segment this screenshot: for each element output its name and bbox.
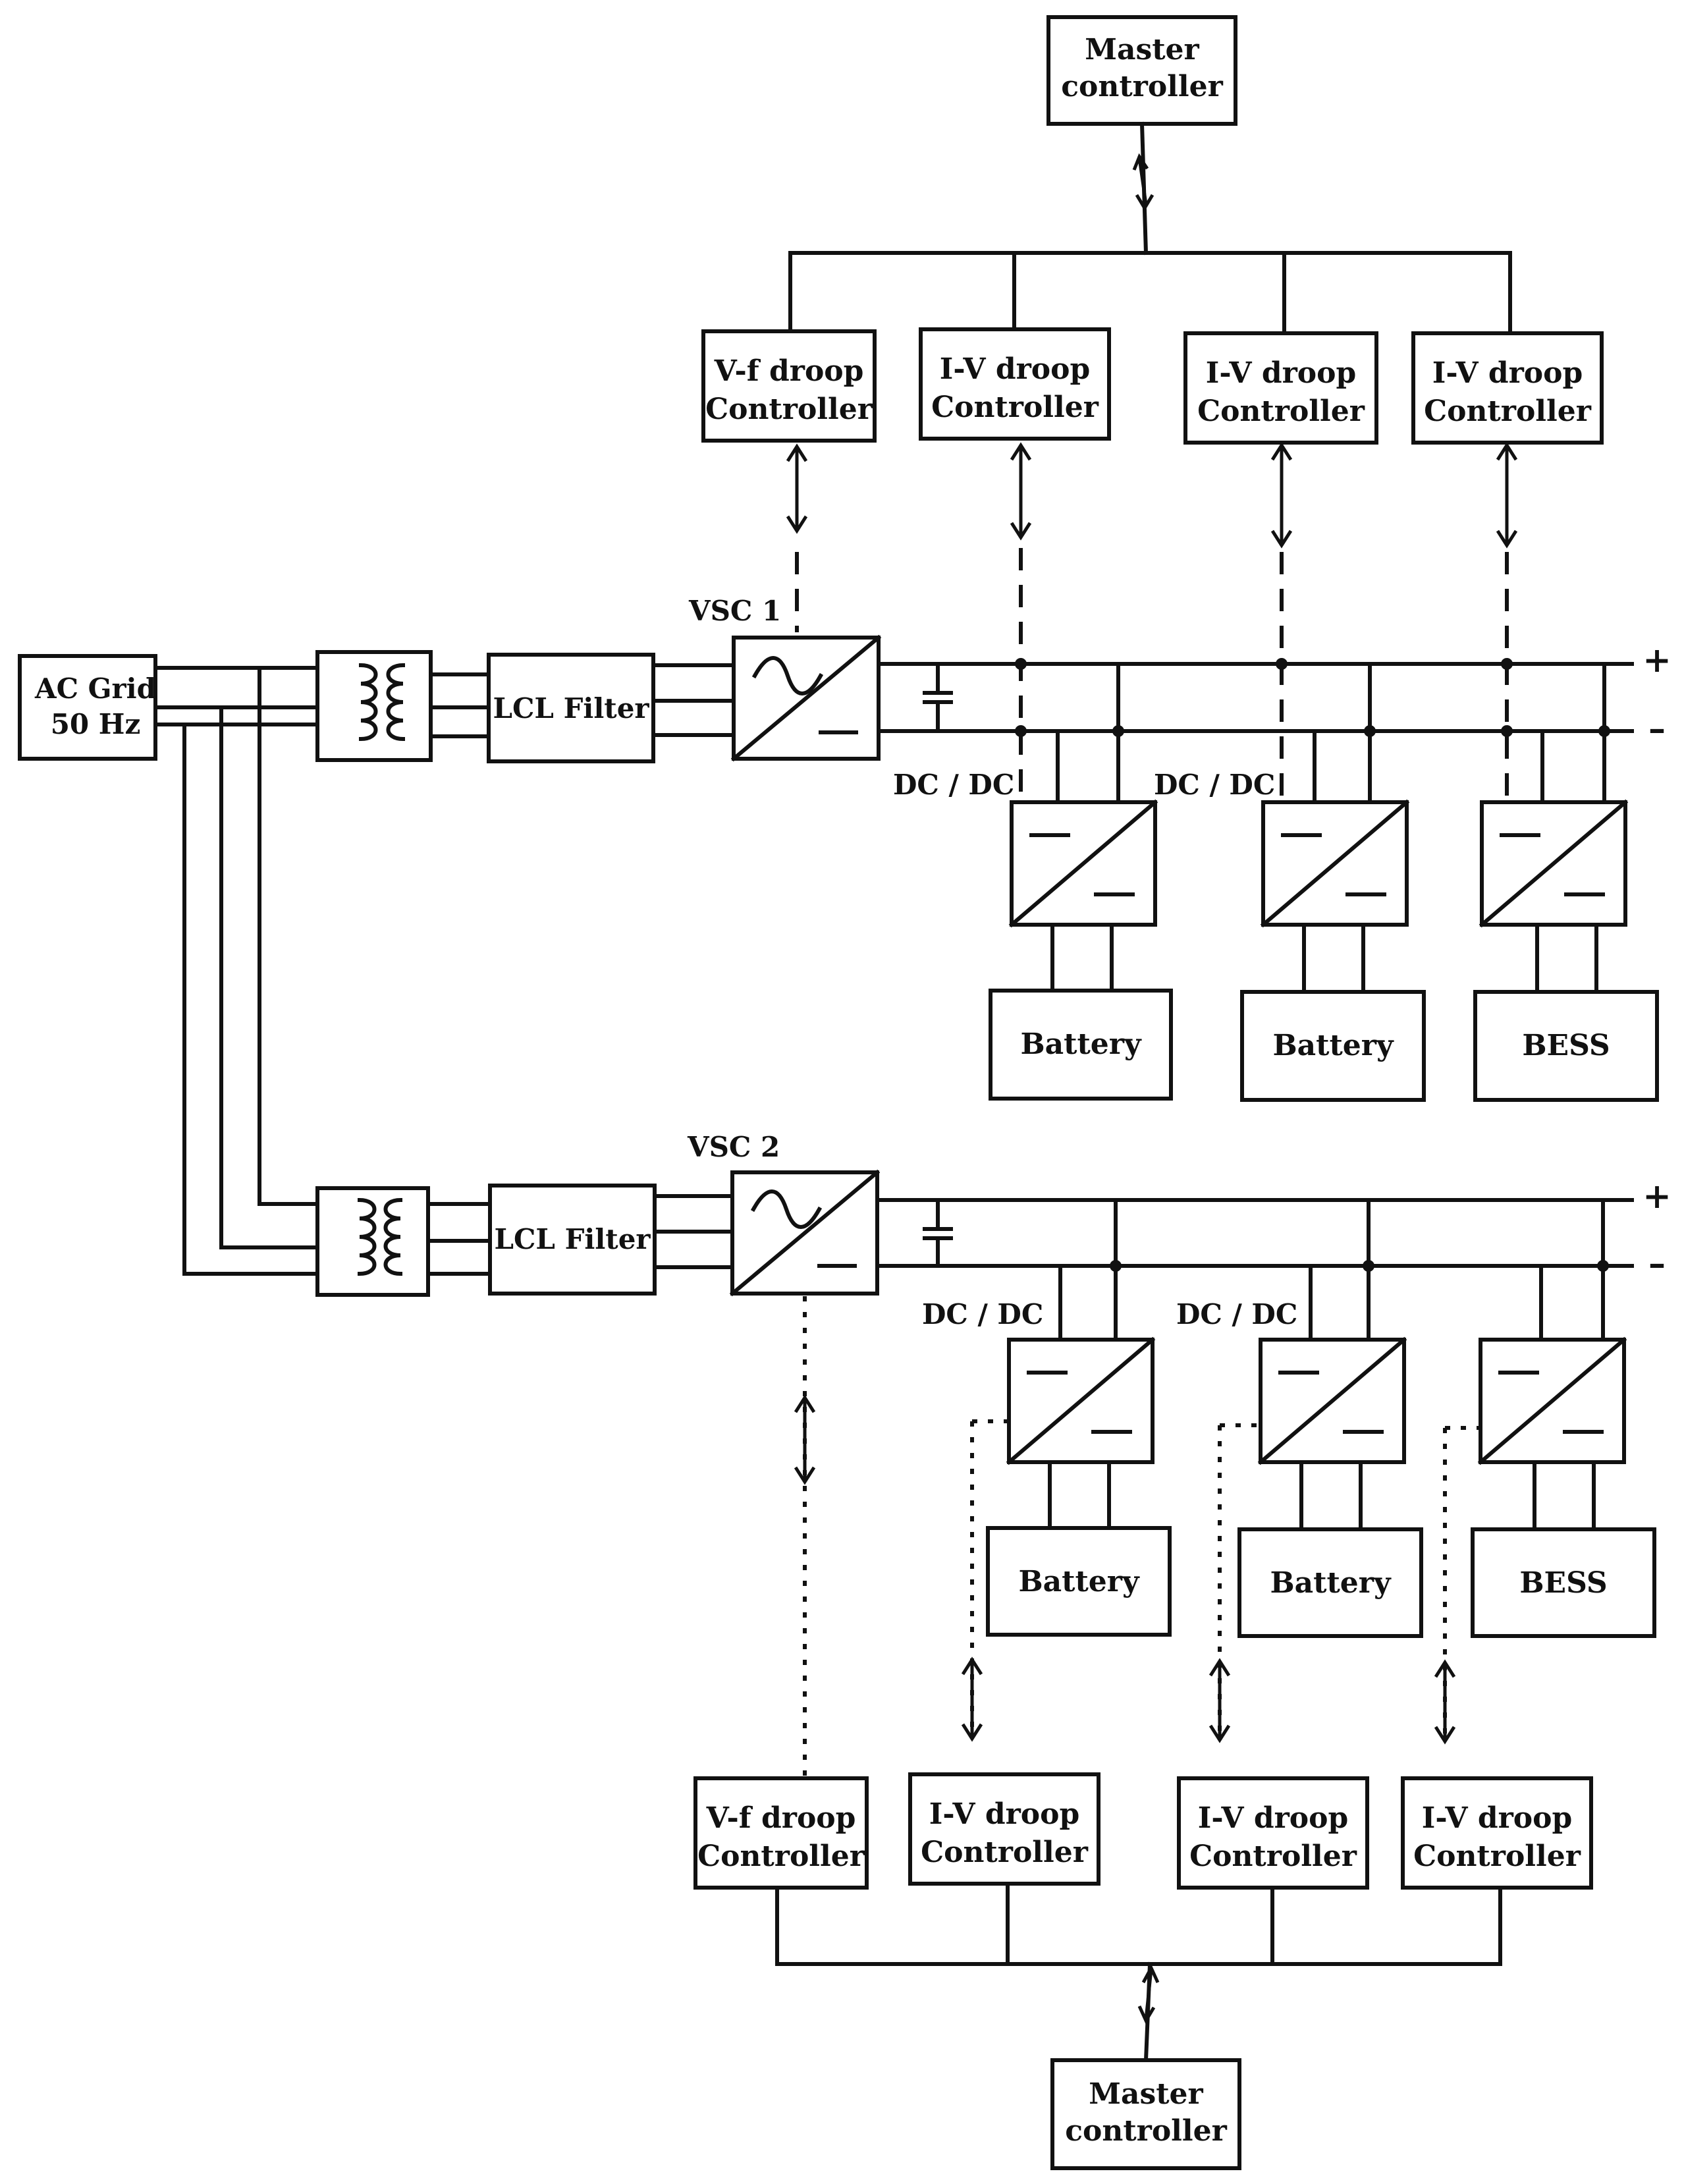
controller-top-4: I-V droop Controller <box>1411 331 1604 445</box>
transformer-2 <box>315 1186 430 1297</box>
storage-bottom-3-label: BESS <box>1519 1566 1607 1600</box>
dcdc-top-1 <box>1008 799 1158 928</box>
ac-grid: AC Grid 50 Hz <box>18 654 157 761</box>
ac-grid-line1: AC Grid <box>34 672 156 705</box>
storage-bottom-3: BESS <box>1471 1527 1656 1638</box>
controller-top-2-line1: I-V droop <box>940 352 1091 386</box>
vsc1-label: VSC 1 <box>688 595 781 627</box>
controller-top-1-line1: V-f droop <box>714 354 864 388</box>
controller-bottom-4-line1: I-V droop <box>1422 1801 1573 1835</box>
controller-top-2: I-V droop Controller <box>919 327 1111 441</box>
vsc-2 <box>729 1169 881 1297</box>
controller-bottom-4: I-V droop Controller <box>1401 1776 1593 1890</box>
storage-bottom-2: Battery <box>1237 1527 1423 1638</box>
dc-bottom-plus: + <box>1643 1176 1671 1216</box>
dcdc-top-2 <box>1260 799 1410 928</box>
controller-bottom-1: V-f droop Controller <box>693 1776 869 1890</box>
controller-bottom-3-line1: I-V droop <box>1198 1801 1349 1835</box>
storage-top-3-label: BESS <box>1522 1029 1610 1062</box>
vsc2-label: VSC 2 <box>687 1131 780 1163</box>
controller-top-1-line2: Controller <box>705 393 873 426</box>
dc-top-plus: + <box>1643 640 1671 680</box>
controller-bottom-4-line2: Controller <box>1413 1840 1581 1873</box>
dcdc-top-2-label: DC / DC <box>1154 769 1275 801</box>
lcl-filter-1-label: LCL Filter <box>493 692 649 724</box>
dcdc-top-3 <box>1479 799 1629 928</box>
storage-top-3: BESS <box>1473 990 1659 1102</box>
storage-top-1: Battery <box>989 989 1173 1101</box>
master-top-line2: controller <box>1061 70 1223 103</box>
transformer-1 <box>315 650 433 762</box>
dcdc-bottom-1 <box>1006 1336 1156 1465</box>
master-controller-bottom: Master controller <box>1050 2058 1241 2170</box>
storage-bottom-1: Battery <box>986 1526 1172 1637</box>
controller-bottom-2-line1: I-V droop <box>929 1797 1080 1831</box>
master-top-line1: Master <box>1085 33 1199 67</box>
controller-top-4-line2: Controller <box>1424 395 1592 428</box>
lcl-filter-2-label: LCL Filter <box>494 1223 651 1255</box>
master-bottom-arrow <box>1137 1964 1160 2025</box>
storage-top-2: Battery <box>1240 990 1426 1102</box>
master-bottom-line2: controller <box>1065 2114 1227 2148</box>
dcdc-top-1-label: DC / DC <box>893 769 1014 801</box>
dcdc-bottom-2-label: DC / DC <box>1176 1298 1297 1330</box>
capacitor-2 <box>923 1198 953 1268</box>
top-control-arrows <box>786 442 1518 549</box>
controller-top-3-line1: I-V droop <box>1206 356 1357 390</box>
controller-bottom-1-line2: Controller <box>697 1840 865 1873</box>
vsc-1 <box>730 634 882 762</box>
controller-bottom-1-line1: V-f droop <box>706 1801 856 1835</box>
bottom-control-arrows <box>794 1394 1456 1745</box>
storage-bottom-2-label: Battery <box>1270 1566 1392 1600</box>
lcl-filter-2: LCL Filter <box>488 1184 657 1296</box>
dcdc-bottom-2 <box>1257 1336 1407 1465</box>
controller-top-2-line2: Controller <box>931 391 1099 424</box>
storage-top-2-label: Battery <box>1272 1029 1394 1062</box>
dc-bottom-minus: – <box>1648 1243 1666 1284</box>
controller-top-3: I-V droop Controller <box>1183 331 1378 445</box>
controller-top-3-line2: Controller <box>1197 395 1365 428</box>
capacitor-1 <box>923 662 953 733</box>
storage-top-1-label: Battery <box>1020 1027 1142 1061</box>
master-bottom-line1: Master <box>1089 2077 1203 2111</box>
lcl-filter-1: LCL Filter <box>487 653 655 763</box>
controller-bottom-3-line2: Controller <box>1189 1840 1357 1873</box>
storage-bottom-1-label: Battery <box>1018 1565 1140 1598</box>
master-controller-top: Master controller <box>1046 15 1237 126</box>
controller-bottom-2-line2: Controller <box>921 1836 1089 1869</box>
dc-top-minus: – <box>1648 709 1666 749</box>
dcdc-bottom-1-label: DC / DC <box>922 1298 1043 1330</box>
controller-top-1: V-f droop Controller <box>701 329 877 443</box>
master-top-arrow <box>1132 153 1154 211</box>
dcdc-bottom-3 <box>1477 1336 1627 1465</box>
controller-bottom-3: I-V droop Controller <box>1177 1776 1369 1890</box>
controller-top-4-line1: I-V droop <box>1432 356 1583 390</box>
controller-bottom-2: I-V droop Controller <box>908 1772 1100 1886</box>
ac-grid-line2: 50 Hz <box>51 708 141 740</box>
